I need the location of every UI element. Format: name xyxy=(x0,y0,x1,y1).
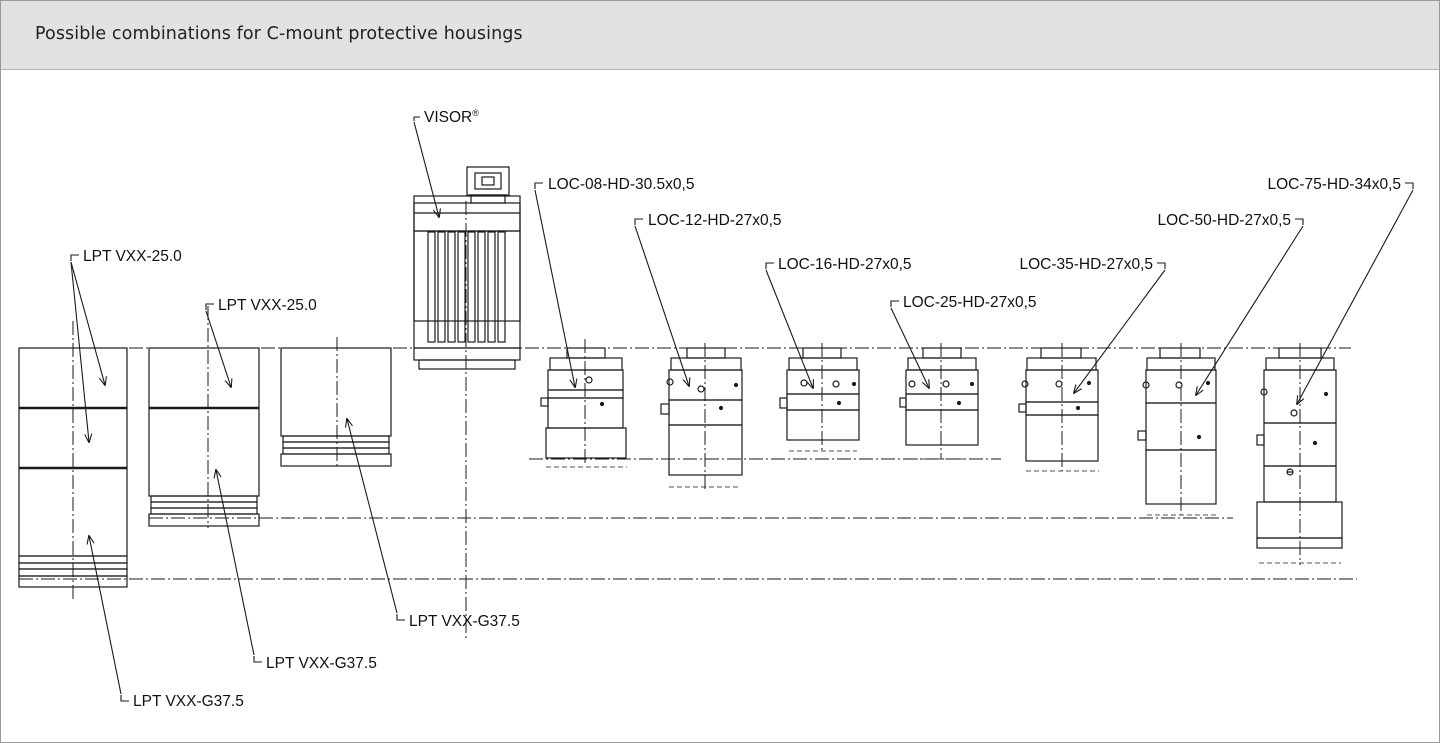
panel-title: Possible combinations for C-mount protec… xyxy=(35,24,523,44)
label-visor: VISOR® xyxy=(424,108,479,126)
lens-loc-08 xyxy=(540,347,627,459)
lpt-housing-a xyxy=(18,347,128,588)
lpt-housing-c xyxy=(280,347,392,467)
visor-camera xyxy=(413,166,521,370)
label-lpt-b-top: LPT VXX-25.0 xyxy=(218,297,317,314)
label-loc-16: LOC-16-HD-27x0,5 xyxy=(778,256,912,273)
lens-loc-50 xyxy=(1137,347,1217,505)
labels: VISOR® LPT VXX-25.0 LPT VXX-25.0 LPT VXX… xyxy=(83,108,1401,710)
lens-loc-35 xyxy=(1018,347,1099,462)
panel-header: Possible combinations for C-mount protec… xyxy=(1,1,1439,70)
housing-combinations-drawing: VISOR® LPT VXX-25.0 LPT VXX-25.0 LPT VXX… xyxy=(18,108,1414,710)
lens-loc-12 xyxy=(660,347,743,476)
label-loc-75: LOC-75-HD-34x0,5 xyxy=(1267,176,1401,193)
label-loc-35: LOC-35-HD-27x0,5 xyxy=(1019,256,1153,273)
label-lpt-b-bottom: LPT VXX-G37.5 xyxy=(266,655,377,672)
label-loc-50: LOC-50-HD-27x0,5 xyxy=(1157,212,1291,229)
lens-loc-25 xyxy=(899,347,979,446)
lpt-housing-b xyxy=(148,347,260,527)
label-lpt-a-bottom: LPT VXX-G37.5 xyxy=(133,693,244,710)
label-loc-25: LOC-25-HD-27x0,5 xyxy=(903,294,1037,311)
visor-cooling-fins xyxy=(427,231,506,343)
label-loc-08: LOC-08-HD-30.5x0,5 xyxy=(548,176,694,193)
label-lpt-c-bottom: LPT VXX-G37.5 xyxy=(409,613,520,630)
lens-loc-16 xyxy=(779,347,860,441)
label-loc-12: LOC-12-HD-27x0,5 xyxy=(648,212,782,229)
registered-mark: ® xyxy=(472,108,479,118)
label-lpt-a-top: LPT VXX-25.0 xyxy=(83,248,182,265)
reference-lines xyxy=(19,201,1357,641)
lens-loc-75 xyxy=(1256,347,1343,549)
leader-lines xyxy=(70,116,1414,702)
